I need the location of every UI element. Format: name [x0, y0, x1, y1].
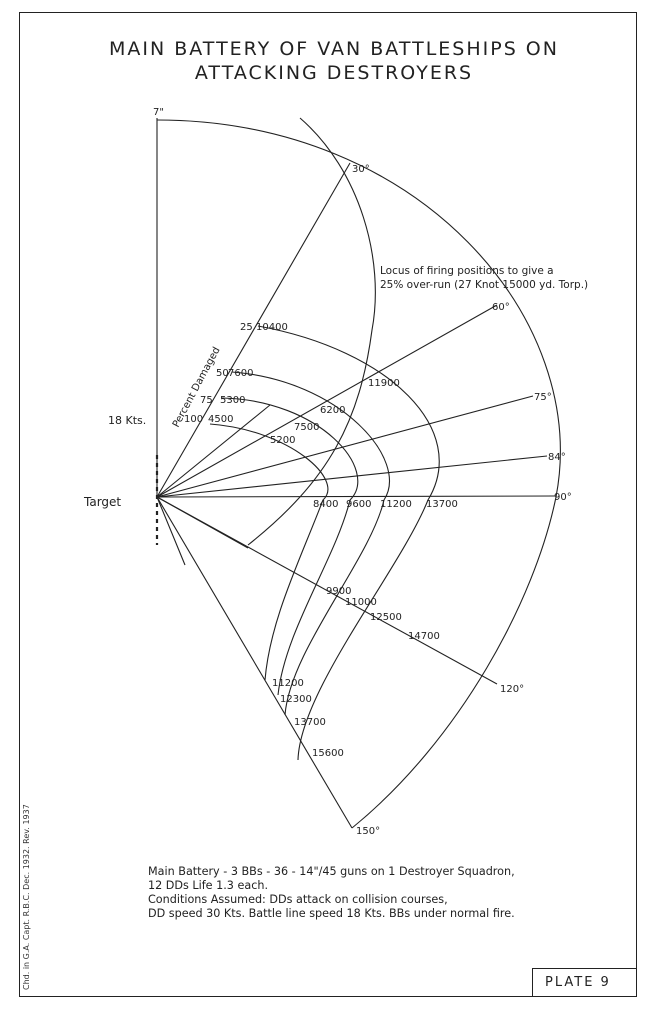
- value-150-4: 15600: [312, 748, 344, 759]
- value-7500: 7500: [294, 422, 319, 433]
- radial-inner-b: [156, 496, 249, 549]
- value-150-2: 12300: [280, 694, 312, 705]
- angle-84-label: 84°: [548, 452, 566, 463]
- value-90-4: 13700: [426, 499, 458, 510]
- angle-30-label: 30°: [352, 164, 370, 175]
- value-150-3: 13700: [294, 717, 326, 728]
- value-120-2: 11000: [345, 597, 377, 608]
- note-line-3: Conditions Assumed: DDs attack on collis…: [148, 893, 448, 906]
- note-line-1: Main Battery - 3 BBs - 36 - 14"/45 guns …: [148, 865, 515, 878]
- locus-label-2: 25% over-run (27 Knot 15000 yd. Torp.): [380, 279, 588, 291]
- plate-number: PLATE 9: [532, 968, 636, 996]
- arc-50: [231, 371, 390, 716]
- angle-60-label: 60°: [492, 302, 510, 313]
- outer-arc: [156, 119, 561, 829]
- locus-label-1: Locus of firing positions to give a: [380, 265, 554, 277]
- value-120-3: 12500: [370, 612, 402, 623]
- title-line-2: ATTACKING DESTROYERS: [194, 62, 474, 84]
- radial-75: [156, 395, 534, 498]
- radial-84: [156, 455, 548, 498]
- top-mark-label: 7": [153, 107, 164, 118]
- value-90-2: 9600: [346, 499, 371, 510]
- angle-90-label: 90°: [554, 492, 572, 503]
- value-150-1: 11200: [272, 678, 304, 689]
- page-border: [19, 12, 637, 997]
- arc-100: [209, 423, 329, 681]
- target-label: Target: [83, 495, 121, 509]
- percent-25-label: 25: [240, 322, 253, 333]
- credit-line: Chd. in G.A. Capt. R.B.C. Dec. 1932. Rev…: [22, 804, 31, 990]
- radial-inner-c: [156, 496, 186, 566]
- value-6200-a: 6200: [320, 405, 345, 416]
- value-120-4: 14700: [408, 631, 440, 642]
- note-line-2: 12 DDs Life 1.3 each.: [148, 879, 269, 892]
- angle-150-label: 150°: [356, 826, 380, 837]
- yards-7600-label: 7600: [228, 368, 253, 379]
- speed-label: 18 Kts.: [108, 414, 146, 427]
- percent-75-label: 75: [200, 395, 213, 406]
- yards-10400-label: 10400: [256, 322, 288, 333]
- percent-100-label: 100: [184, 414, 203, 425]
- value-90-1: 8400: [313, 499, 338, 510]
- radial-150: [156, 496, 353, 829]
- value-90-3: 11200: [380, 499, 412, 510]
- locus-curve: [247, 117, 376, 546]
- arc-25: [257, 325, 440, 761]
- value-120-1: 9900: [326, 586, 351, 597]
- percent-50-label: 50: [216, 368, 229, 379]
- value-11900: 11900: [368, 378, 400, 389]
- value-5200: 5200: [270, 435, 295, 446]
- title-line-1: MAIN BATTERY OF VAN BATTLESHIPS ON: [109, 38, 559, 60]
- note-line-4: DD speed 30 Kts. Battle line speed 18 Kt…: [148, 907, 515, 920]
- radial-30: [156, 162, 351, 498]
- radial-90: [156, 495, 556, 498]
- radial-inner-a: [156, 404, 271, 498]
- yards-4500-label: 4500: [208, 414, 233, 425]
- arc-75: [221, 397, 359, 696]
- angle-75-label: 75°: [534, 392, 552, 403]
- yards-5300-label: 5300: [220, 395, 245, 406]
- angle-120-label: 120°: [500, 684, 524, 695]
